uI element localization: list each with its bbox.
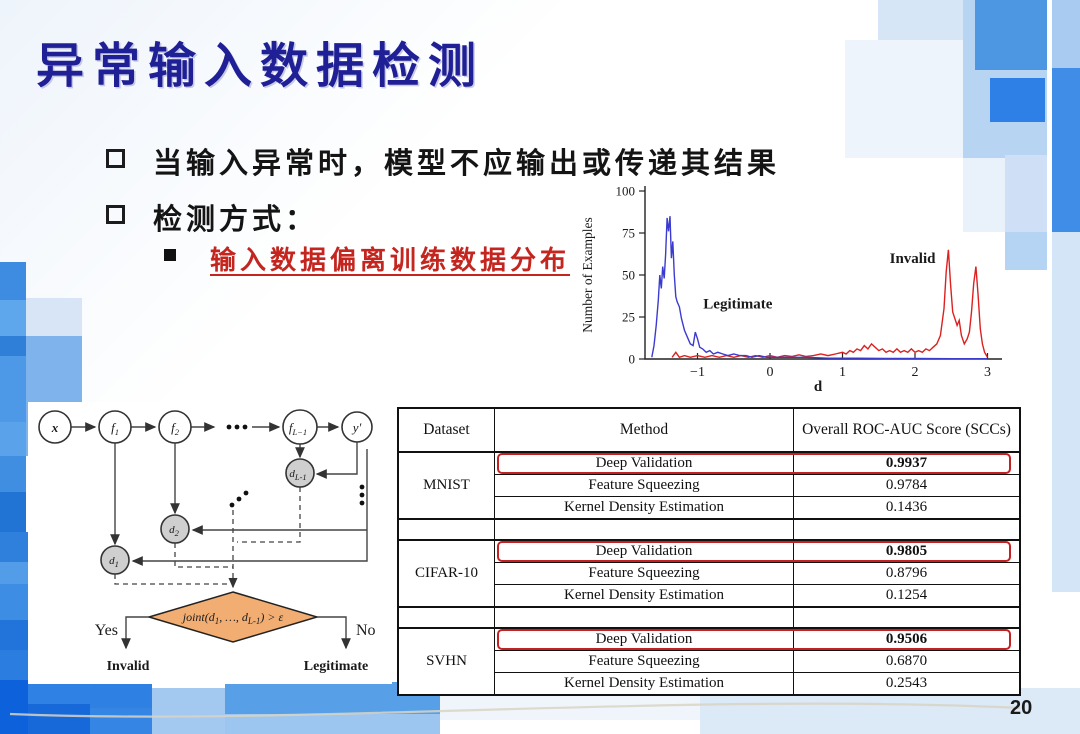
page-title: 异常输入数据检测 xyxy=(36,40,485,93)
dataset-cell: SVHN xyxy=(397,627,495,696)
svg-text:0: 0 xyxy=(767,365,774,380)
score-cell: 0.9506 xyxy=(793,627,1021,651)
node-f2-label: f2 xyxy=(171,420,180,437)
dashed-edges xyxy=(114,487,301,589)
method-cell: Deep Validation xyxy=(494,627,1011,651)
decision-diamond xyxy=(146,591,320,643)
node-labels: x f1 f2 fL−1 y′ dL-1 d2 d1 xyxy=(51,420,362,569)
table-header: Dataset Method Overall ROC-AUC Score (SC… xyxy=(397,407,1021,453)
diagram-panel xyxy=(28,402,392,684)
bullet-2: 检测方式： xyxy=(106,196,318,238)
svg-text:d: d xyxy=(814,379,823,394)
table-spacer-row xyxy=(397,518,1021,541)
method-cell: Kernel Density Estimation xyxy=(494,496,794,520)
node-d2-label: d2 xyxy=(169,524,180,538)
page-number: 20 xyxy=(1010,697,1033,719)
table-spacer-row xyxy=(397,606,1021,629)
bullet-2-text: 检测方式： xyxy=(153,204,319,236)
score-cell: 0.9805 xyxy=(793,539,1021,563)
svg-text:−1: −1 xyxy=(690,365,705,380)
node-d1-label: d1 xyxy=(109,555,119,569)
header-method: Method xyxy=(494,407,794,453)
node-fL1-label: fL−1 xyxy=(289,420,307,437)
hollow-square-bullet-icon xyxy=(106,205,125,224)
method-cell: Feature Squeezing xyxy=(494,474,794,497)
ellipsis-dots xyxy=(226,424,365,508)
dataset-cell: CIFAR-10 xyxy=(397,539,495,608)
dataset-cell: MNIST xyxy=(397,451,495,520)
yes-label: Yes xyxy=(95,622,118,639)
node-f1-label: f1 xyxy=(111,420,119,437)
no-label: No xyxy=(356,622,376,639)
method-cell: Kernel Density Estimation xyxy=(494,672,794,696)
bullet-1-text: 当输入异常时，模型不应输出或传递其结果 xyxy=(153,148,781,180)
hollow-square-bullet-icon xyxy=(106,149,125,168)
sub-bullet-1: 输入数据偏离训练数据分布 xyxy=(164,240,570,277)
swoosh-line xyxy=(9,702,1021,718)
invalid-outcome-label: Invalid xyxy=(107,659,150,674)
bullet-1: 当输入异常时，模型不应输出或传递其结果 xyxy=(106,140,780,182)
node-dL1-label: dL-1 xyxy=(289,468,306,482)
svg-text:0: 0 xyxy=(629,352,636,367)
method-cell: Kernel Density Estimation xyxy=(494,584,794,608)
method-cell: Feature Squeezing xyxy=(494,562,794,585)
score-cell: 0.1254 xyxy=(793,584,1021,608)
method-cell: Deep Validation xyxy=(494,539,1011,563)
svg-text:Legitimate: Legitimate xyxy=(703,297,772,313)
score-cell: 0.9784 xyxy=(793,474,1021,497)
score-cell: 0.6870 xyxy=(793,650,1021,673)
score-cell: 0.1436 xyxy=(793,496,1021,520)
score-cell: 0.9937 xyxy=(793,451,1021,475)
results-table: Dataset Method Overall ROC-AUC Score (SC… xyxy=(397,407,1021,696)
diagram-nodes xyxy=(38,409,373,575)
node-x-label: x xyxy=(51,420,59,435)
svg-text:Invalid: Invalid xyxy=(890,251,937,267)
svg-text:Number of Examples: Number of Examples xyxy=(580,217,595,332)
header-score: Overall ROC-AUC Score (SCCs) xyxy=(793,407,1021,453)
method-cell: Feature Squeezing xyxy=(494,650,794,673)
svg-text:1: 1 xyxy=(839,365,846,380)
svg-text:2: 2 xyxy=(912,365,919,380)
flow-diagram: x f1 f2 fL−1 y′ dL-1 d2 d1 joint(d1, …, … xyxy=(38,409,376,674)
sub-bullet-text: 输入数据偏离训练数据分布 xyxy=(210,245,571,275)
score-cell: 0.8796 xyxy=(793,562,1021,585)
svg-text:3: 3 xyxy=(984,365,991,380)
solid-edges xyxy=(71,422,368,566)
branch-edges xyxy=(121,616,351,650)
score-cell: 0.2543 xyxy=(793,672,1021,696)
method-cell: Deep Validation xyxy=(494,451,1011,475)
legitimate-outcome-label: Legitimate xyxy=(304,659,369,674)
svg-text:75: 75 xyxy=(622,226,635,241)
solid-square-bullet-icon xyxy=(164,249,176,261)
header-dataset: Dataset xyxy=(397,407,495,453)
node-y-label: y′ xyxy=(351,420,362,435)
svg-text:50: 50 xyxy=(622,268,635,283)
svg-text:25: 25 xyxy=(622,310,635,325)
decision-condition-label: joint(d1, …, dL-1) > ε xyxy=(181,610,284,626)
distribution-chart: 0 25 50 75 100 −1 0 1 2 3 Number of Examples d Inval… xyxy=(580,184,1002,394)
svg-text:100: 100 xyxy=(616,184,636,199)
